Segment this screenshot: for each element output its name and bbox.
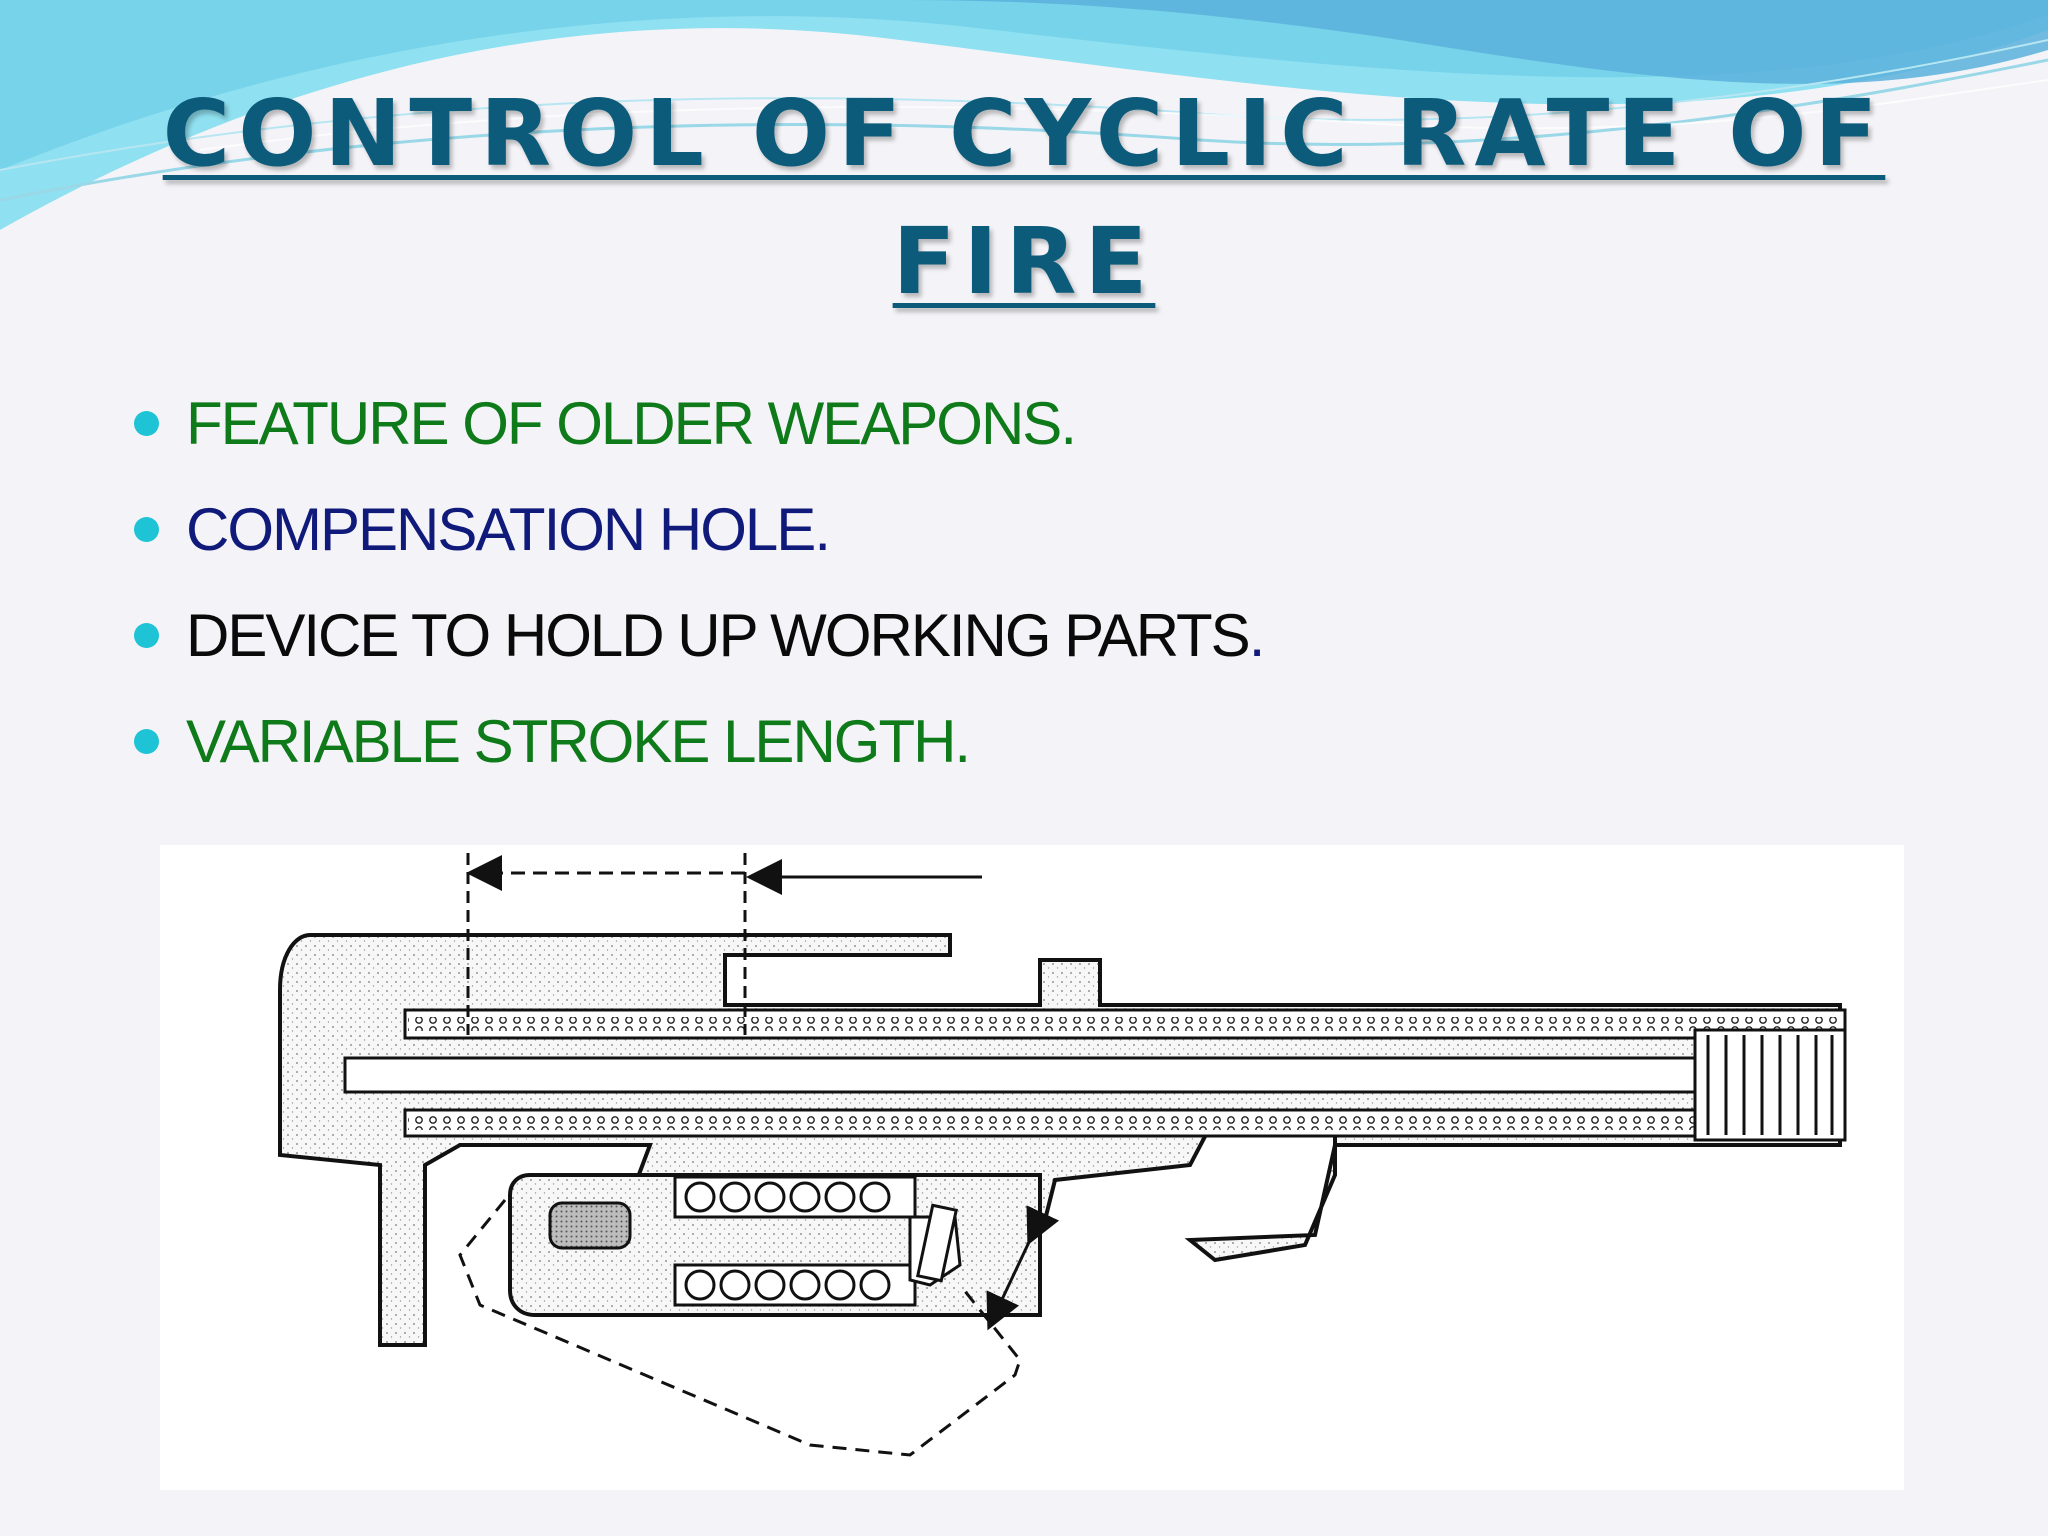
bullet-item: DEVICE TO HOLD UP WORKING PARTS. (128, 597, 1266, 703)
lower-inner-spring (673, 1263, 917, 1307)
bullet-text: COMPENSATION HOLE. (186, 496, 831, 563)
wave-band-dark (900, 0, 2048, 84)
header-wave-decoration (0, 0, 2048, 230)
adjustment-arrow (986, 1205, 1060, 1331)
upper-bead-row (408, 1017, 1842, 1031)
alternate-position-outline (458, 1199, 1022, 1457)
bullet-item: COMPENSATION HOLE. (128, 491, 1263, 597)
spring-link (908, 1203, 962, 1287)
slide-title: CONTROL OF CYCLIC RATE OF FIRE (162, 80, 1886, 315)
bullet-period: . (1248, 602, 1266, 669)
regulator-slot (548, 1201, 632, 1250)
wave-line-3 (199, 79, 2048, 151)
bullet-text: DEVICE TO HOLD UP WORKING PARTS (186, 602, 1251, 669)
bullet-dot-icon (134, 729, 159, 754)
bullet-text: VARIABLE STROKE LENGTH. (186, 708, 971, 775)
bullet-dot-icon (134, 411, 159, 436)
bullet-text: FEATURE OF OLDER WEAPONS. (186, 390, 1077, 457)
mechanism-diagram-icon (278, 853, 1847, 1457)
bullet-list: FEATURE OF OLDER WEAPONS. COMPENSATION H… (128, 385, 1266, 809)
bullet-item: FEATURE OF OLDER WEAPONS. (128, 385, 1263, 491)
variable-stroke-diagram (160, 845, 1904, 1490)
bullet-item: VARIABLE STROKE LENGTH. (128, 703, 1263, 809)
upper-inner-spring (673, 1175, 917, 1219)
rear-spring-coil (1693, 1028, 1847, 1142)
bullet-dot-icon (134, 517, 159, 542)
bullet-dot-icon (134, 623, 159, 648)
wave-line-1 (0, 58, 2048, 202)
piston-rod (343, 1056, 1847, 1094)
lower-bead-row (408, 1116, 1842, 1130)
wave-line-2 (0, 39, 2048, 171)
